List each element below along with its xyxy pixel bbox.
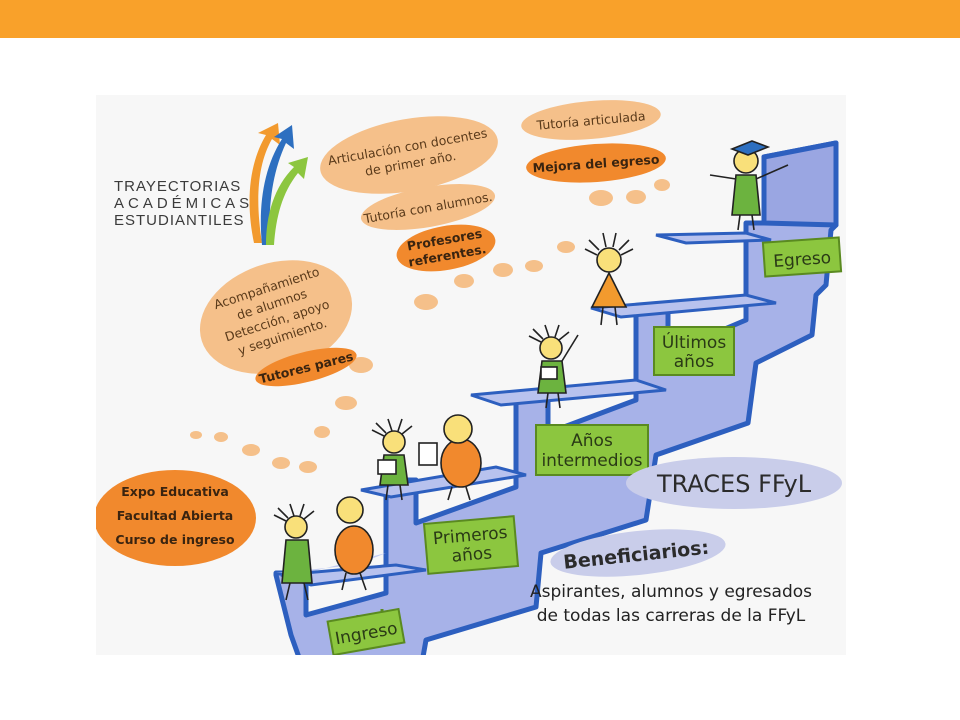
student-figure-icon <box>371 418 413 501</box>
student-figure-icon <box>584 232 634 326</box>
step-label-ultimos-line-1: Últimos <box>662 331 727 353</box>
bubble-graduation-improvement: Mejora del egreso <box>526 143 666 183</box>
bubble-entry-line-2: Facultad Abierta <box>117 508 234 523</box>
step-label-ultimos-line-2: años <box>674 352 715 372</box>
bubble-entry-actions: Expo Educativa Facultad Abierta Curso de… <box>96 470 256 566</box>
student-figure-icon <box>273 503 315 601</box>
program-name-badge: TRACES FFyL <box>626 457 842 509</box>
logo-line-2: ACADÉMICAS <box>114 195 253 212</box>
logo-line-1: TRAYECTORIAS <box>114 178 241 195</box>
beneficiaries-line-2: de todas las carreras de la FFyL <box>537 606 806 626</box>
step-label-intermedios-line-1: Años <box>571 431 613 451</box>
staircase <box>273 140 839 655</box>
step-sign-ultimos: Últimos años <box>653 326 735 376</box>
bubble-entry-line-3: Curso de ingreso <box>115 532 235 547</box>
logo: TRAYECTORIAS ACADÉMICAS ESTUDIANTILES <box>114 123 308 245</box>
thought-dots <box>190 179 670 473</box>
logo-line-3: ESTUDIANTILES <box>114 212 245 229</box>
beneficiaries-line-1: Aspirantes, alumnos y egresados <box>530 582 812 602</box>
graduate-figure-icon <box>709 140 789 231</box>
header-bar <box>0 0 960 38</box>
step-sign-ingreso: Ingreso <box>326 607 406 655</box>
step-label-intermedios-line-2: intermedios <box>541 451 642 471</box>
trajectory-infographic: TRAYECTORIAS ACADÉMICAS ESTUDIANTILES Ex… <box>96 95 846 655</box>
program-name: TRACES FFyL <box>656 470 812 498</box>
student-figure-icon <box>528 324 579 409</box>
step-sign-primeros: Primeros años <box>422 515 520 575</box>
step-label-egreso: Egreso <box>773 248 832 272</box>
bubble-entry-line-1: Expo Educativa <box>121 484 229 499</box>
bubble-articulated-tutoring: Tutoría articulada <box>521 100 661 140</box>
student-figure-icon <box>418 414 482 501</box>
step-sign-egreso: Egreso <box>761 236 843 278</box>
student-figure-icon <box>334 496 374 591</box>
logo-arrows-icon <box>249 123 308 245</box>
step-label-primeros-line-2: años <box>451 543 493 566</box>
step-sign-intermedios: Años intermedios <box>535 424 649 476</box>
